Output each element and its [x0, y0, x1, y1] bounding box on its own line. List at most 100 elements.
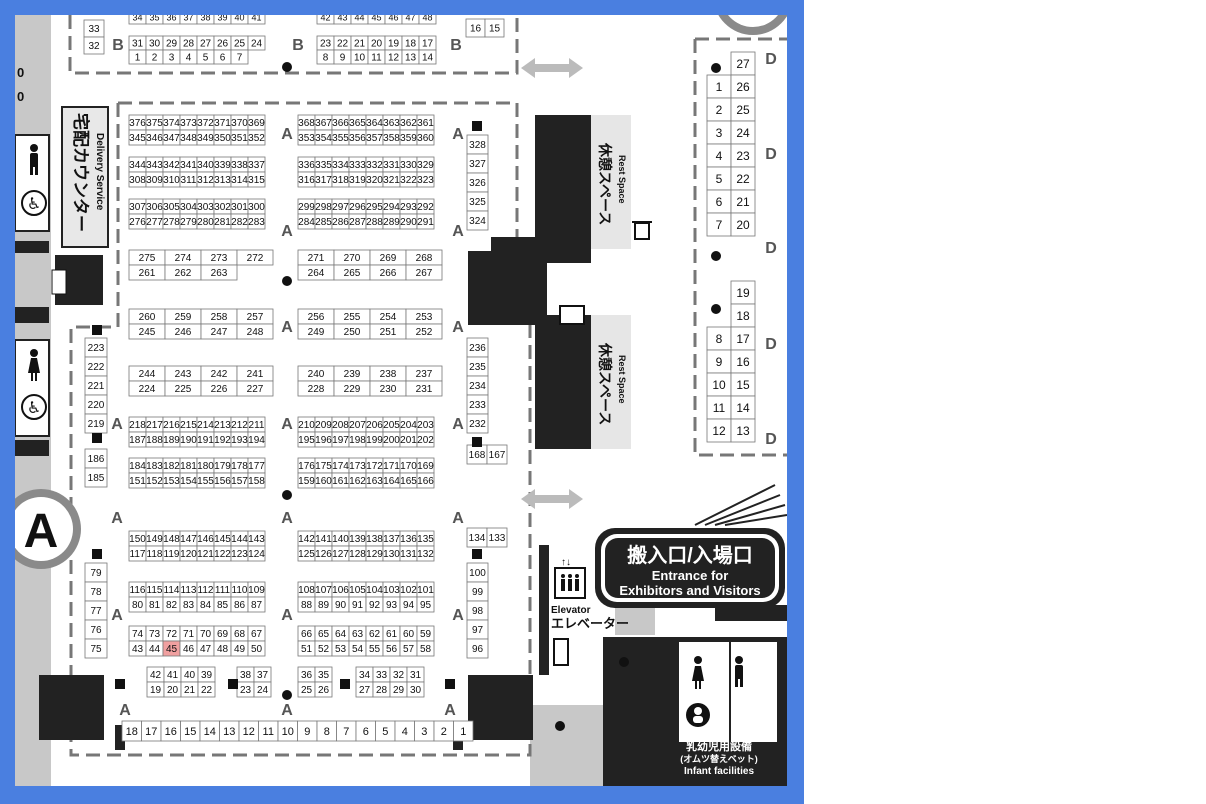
booth[interactable]: 316 [297, 171, 316, 188]
booth[interactable]: 16 [160, 720, 181, 742]
booth[interactable]: 26 [314, 681, 333, 698]
booth[interactable]: 31 [406, 666, 425, 683]
booth[interactable]: 35 [145, 15, 164, 25]
booth[interactable]: 24 [247, 35, 266, 51]
booth[interactable]: 356 [348, 129, 367, 146]
booth[interactable]: 310 [162, 171, 181, 188]
booth[interactable]: 69 [213, 625, 232, 642]
booth[interactable]: 161 [331, 472, 350, 489]
booth[interactable]: 3 [162, 49, 181, 65]
booth[interactable]: 177 [247, 457, 266, 474]
booth[interactable]: 57 [399, 640, 418, 657]
booth[interactable]: 253 [405, 308, 443, 325]
booth[interactable]: 241 [236, 365, 274, 382]
booth[interactable]: 325 [466, 191, 489, 212]
booth[interactable]: 261 [128, 264, 166, 281]
booth[interactable]: 236 [466, 337, 489, 358]
booth[interactable]: 269 [369, 249, 407, 266]
booth[interactable]: 21 [730, 189, 756, 214]
booth[interactable]: 167 [486, 444, 508, 465]
booth[interactable]: 259 [164, 308, 202, 325]
booth[interactable]: 371 [213, 114, 232, 131]
booth[interactable]: 158 [247, 472, 266, 489]
booth[interactable]: 94 [399, 596, 418, 613]
booth[interactable]: 160 [314, 472, 333, 489]
booth[interactable]: 1 [453, 720, 474, 742]
booth[interactable]: 367 [314, 114, 333, 131]
booth[interactable]: 103 [382, 581, 401, 598]
booth[interactable]: 313 [213, 171, 232, 188]
booth[interactable]: 30 [406, 681, 425, 698]
booth[interactable]: 214 [196, 416, 215, 433]
booth[interactable]: 91 [348, 596, 367, 613]
booth[interactable]: 50 [247, 640, 266, 657]
booth[interactable]: 16 [465, 18, 486, 38]
booth[interactable]: 131 [399, 545, 418, 562]
booth[interactable]: 287 [348, 213, 367, 230]
booth[interactable]: 6 [213, 49, 232, 65]
booth[interactable]: 5 [196, 49, 215, 65]
booth[interactable]: 301 [230, 198, 249, 215]
booth[interactable]: 334 [331, 156, 350, 173]
booth[interactable]: 28 [372, 681, 391, 698]
booth[interactable]: 341 [179, 156, 198, 173]
booth[interactable]: 275 [128, 249, 166, 266]
booth[interactable]: 228 [297, 380, 335, 397]
booth[interactable]: 37 [179, 15, 198, 25]
booth[interactable]: 203 [416, 416, 435, 433]
booth[interactable]: 212 [230, 416, 249, 433]
booth[interactable]: 17 [418, 35, 437, 51]
booth[interactable]: 16 [730, 349, 756, 374]
booth[interactable]: 134 [466, 527, 488, 548]
booth[interactable]: 256 [297, 308, 335, 325]
booth[interactable]: 31 [128, 35, 147, 51]
booth[interactable]: 75 [84, 638, 108, 659]
booth[interactable]: 153 [162, 472, 181, 489]
booth[interactable]: 71 [179, 625, 198, 642]
booth[interactable]: 343 [145, 156, 164, 173]
booth[interactable]: 192 [213, 431, 232, 448]
booth[interactable]: 130 [382, 545, 401, 562]
booth[interactable]: 97 [466, 619, 489, 640]
booth[interactable]: 327 [466, 153, 489, 174]
booth[interactable]: 35 [314, 666, 333, 683]
booth[interactable]: 171 [382, 457, 401, 474]
booth[interactable]: 330 [399, 156, 418, 173]
booth[interactable]: 288 [365, 213, 384, 230]
booth[interactable]: 168 [466, 444, 488, 465]
booth[interactable]: 349 [196, 129, 215, 146]
booth[interactable]: 22 [730, 166, 756, 191]
booth[interactable]: 169 [416, 457, 435, 474]
booth[interactable]: 338 [230, 156, 249, 173]
booth[interactable]: 277 [145, 213, 164, 230]
booth[interactable]: 368 [297, 114, 316, 131]
booth[interactable]: 37 [253, 666, 272, 683]
booth[interactable]: 235 [466, 356, 489, 377]
booth[interactable]: 170 [399, 457, 418, 474]
booth[interactable]: 162 [348, 472, 367, 489]
booth[interactable]: 87 [247, 596, 266, 613]
booth[interactable]: 1 [706, 74, 732, 99]
booth[interactable]: 281 [213, 213, 232, 230]
booth[interactable]: 99 [466, 581, 489, 602]
booth[interactable]: 2 [145, 49, 164, 65]
booth[interactable]: 298 [314, 198, 333, 215]
booth[interactable]: 208 [331, 416, 350, 433]
booth[interactable]: 67 [247, 625, 266, 642]
booth[interactable]: 309 [145, 171, 164, 188]
booth[interactable]: 112 [196, 581, 215, 598]
booth[interactable]: 78 [84, 581, 108, 602]
booth[interactable]: 230 [369, 380, 407, 397]
booth[interactable]: 283 [247, 213, 266, 230]
booth[interactable]: 255 [333, 308, 371, 325]
booth[interactable]: 38 [236, 666, 255, 683]
booth[interactable]: 85 [213, 596, 232, 613]
booth[interactable]: 248 [236, 323, 274, 340]
booth[interactable]: 305 [162, 198, 181, 215]
booth[interactable]: 23 [236, 681, 255, 698]
booth[interactable]: 39 [197, 666, 216, 683]
booth[interactable]: 41 [247, 15, 266, 25]
booth[interactable]: 237 [405, 365, 443, 382]
booth[interactable]: 254 [369, 308, 407, 325]
booth[interactable]: 110 [230, 581, 249, 598]
